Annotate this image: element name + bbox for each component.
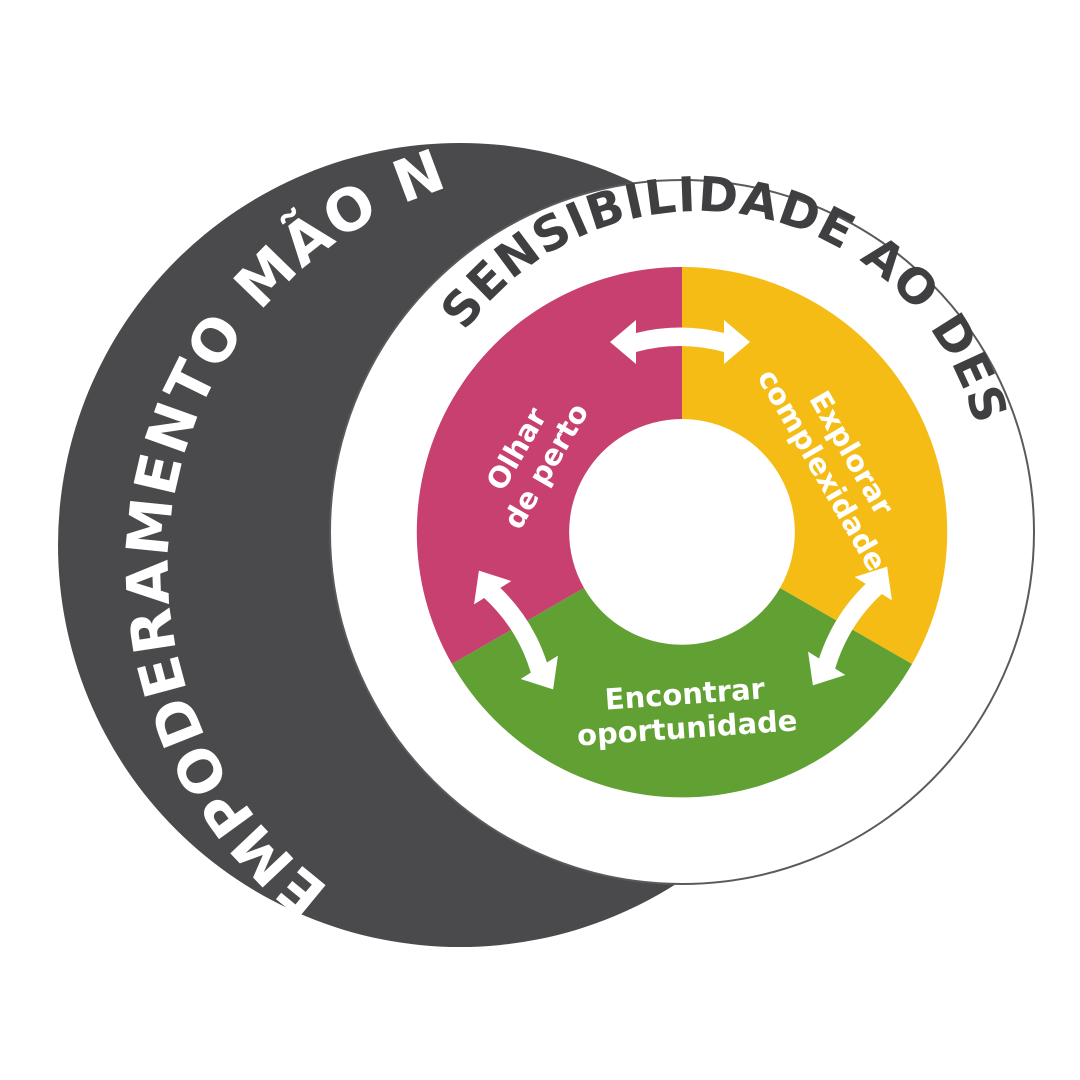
ring [416, 266, 948, 798]
double-arrow-right-icon [808, 566, 892, 686]
ring-segment-green [452, 588, 912, 798]
ring-segment-pink [416, 266, 682, 664]
double-arrow-left-icon [474, 570, 558, 690]
double-arrow-top-icon [610, 320, 750, 364]
ring-segment-yellow [682, 266, 948, 664]
ring-center [570, 420, 794, 644]
cycle-arrows [474, 320, 892, 690]
